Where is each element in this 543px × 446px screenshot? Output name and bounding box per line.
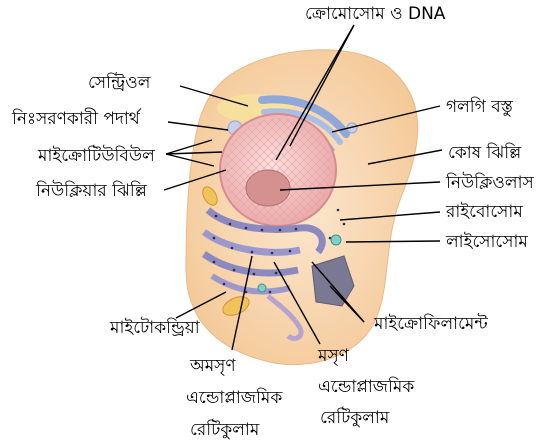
nucleolus <box>246 170 290 206</box>
label-lysosome: লাইসোসোম <box>446 232 528 252</box>
lysosome <box>331 235 341 245</box>
label-ribosome: রাইবোসোম <box>446 202 523 222</box>
label-mitochondria: মাইটোকন্ড্রিয়া <box>110 318 200 338</box>
label-nucleolus: নিউক্লিওলাস <box>446 173 534 193</box>
label-smooth-er-line3: রেটিকুলাম <box>320 408 389 428</box>
label-rough-er-line1: অমসৃণ <box>190 356 236 376</box>
label-microfilament: মাইক্রোফিলামেন্ট <box>374 314 488 334</box>
nucleus-mesh <box>224 118 332 222</box>
label-smooth-er-line2: এন্ডোপ্লাজমিক <box>318 377 414 397</box>
label-rough-er-line2: এন্ডোপ্লাজমিক <box>186 388 282 408</box>
label-centriole: সেন্ট্রিওল <box>88 73 150 93</box>
label-golgi-body: গলগি বস্তু <box>446 97 513 117</box>
label-rough-er-line3: রেটিকুলাম <box>190 420 259 440</box>
label-smooth-er-line1: মসৃণ <box>318 346 349 366</box>
label-secretory-substance: নিঃসরণকারী পদার্থ <box>12 109 140 129</box>
label-cell-membrane: কোষ ঝিল্লি <box>448 143 521 163</box>
label-chromosome-dna: ক্রোমোসোম ও DNA <box>305 4 445 24</box>
label-microtubule: মাইক্রোটিউবিউল <box>38 146 155 166</box>
peroxisome <box>258 284 266 292</box>
label-nuclear-membrane: নিউক্লিয়ার ঝিল্লি <box>36 181 147 201</box>
